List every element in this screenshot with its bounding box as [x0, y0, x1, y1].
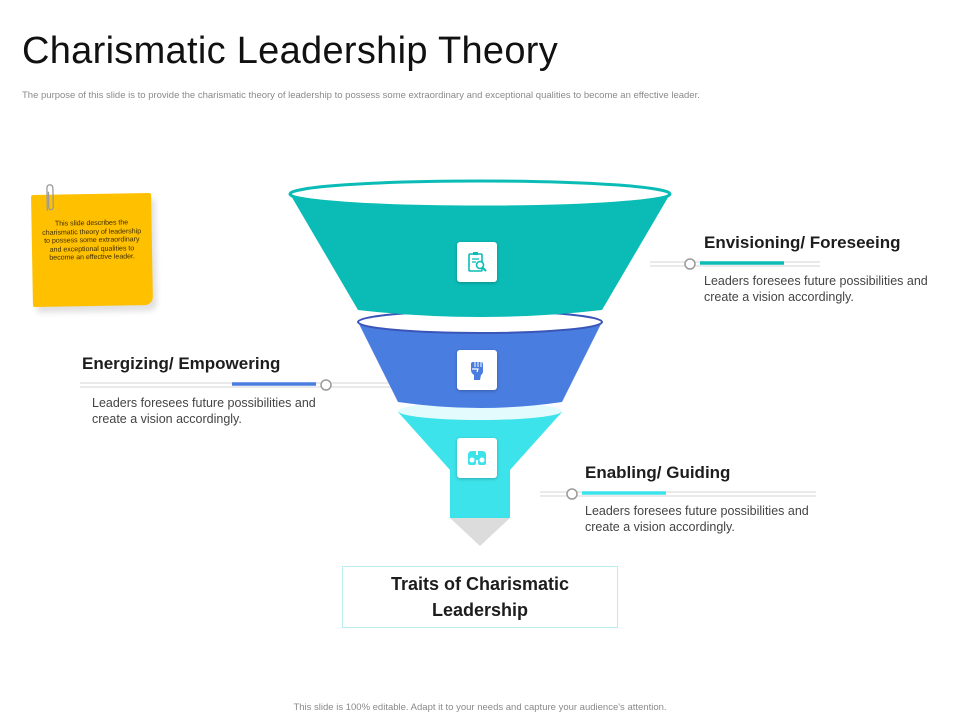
traits-label-box: Traits of Charismatic Leadership	[342, 566, 618, 628]
footer-note: This slide is 100% editable. Adapt it to…	[293, 702, 667, 713]
binoculars-icon	[468, 451, 486, 465]
raised-fist-icon	[471, 362, 483, 380]
icon-box-energizing	[457, 350, 497, 390]
trait-heading-envisioning: Envisioning/ Foreseeing	[704, 233, 901, 252]
sticky-note: This slide describes the charismatic the…	[31, 184, 153, 308]
clipboard-search-icon	[468, 252, 487, 272]
paperclip-icon	[46, 184, 54, 211]
traits-label: Traits of Charismatic Leadership	[390, 574, 570, 620]
trait-heading-enabling: Enabling/ Guiding	[585, 463, 731, 482]
trait-description-envisioning: Leaders foresees future possibilities an…	[704, 274, 928, 304]
connector-top-right	[650, 258, 820, 270]
funnel-tip	[450, 518, 510, 546]
connector-bottom-right	[540, 488, 816, 500]
trait-heading-energizing: Energizing/ Empowering	[82, 354, 281, 373]
icon-box-enabling	[457, 438, 497, 478]
icon-box-envisioning	[457, 242, 497, 282]
trait-description-enabling: Leaders foresees future possibilities an…	[585, 504, 809, 534]
page-subtitle: The purpose of this slide is to provide …	[22, 90, 700, 101]
connector-middle-left	[80, 379, 392, 391]
trait-description-energizing: Leaders foresees future possibilities an…	[92, 396, 316, 426]
page-title: Charismatic Leadership Theory	[22, 30, 559, 72]
